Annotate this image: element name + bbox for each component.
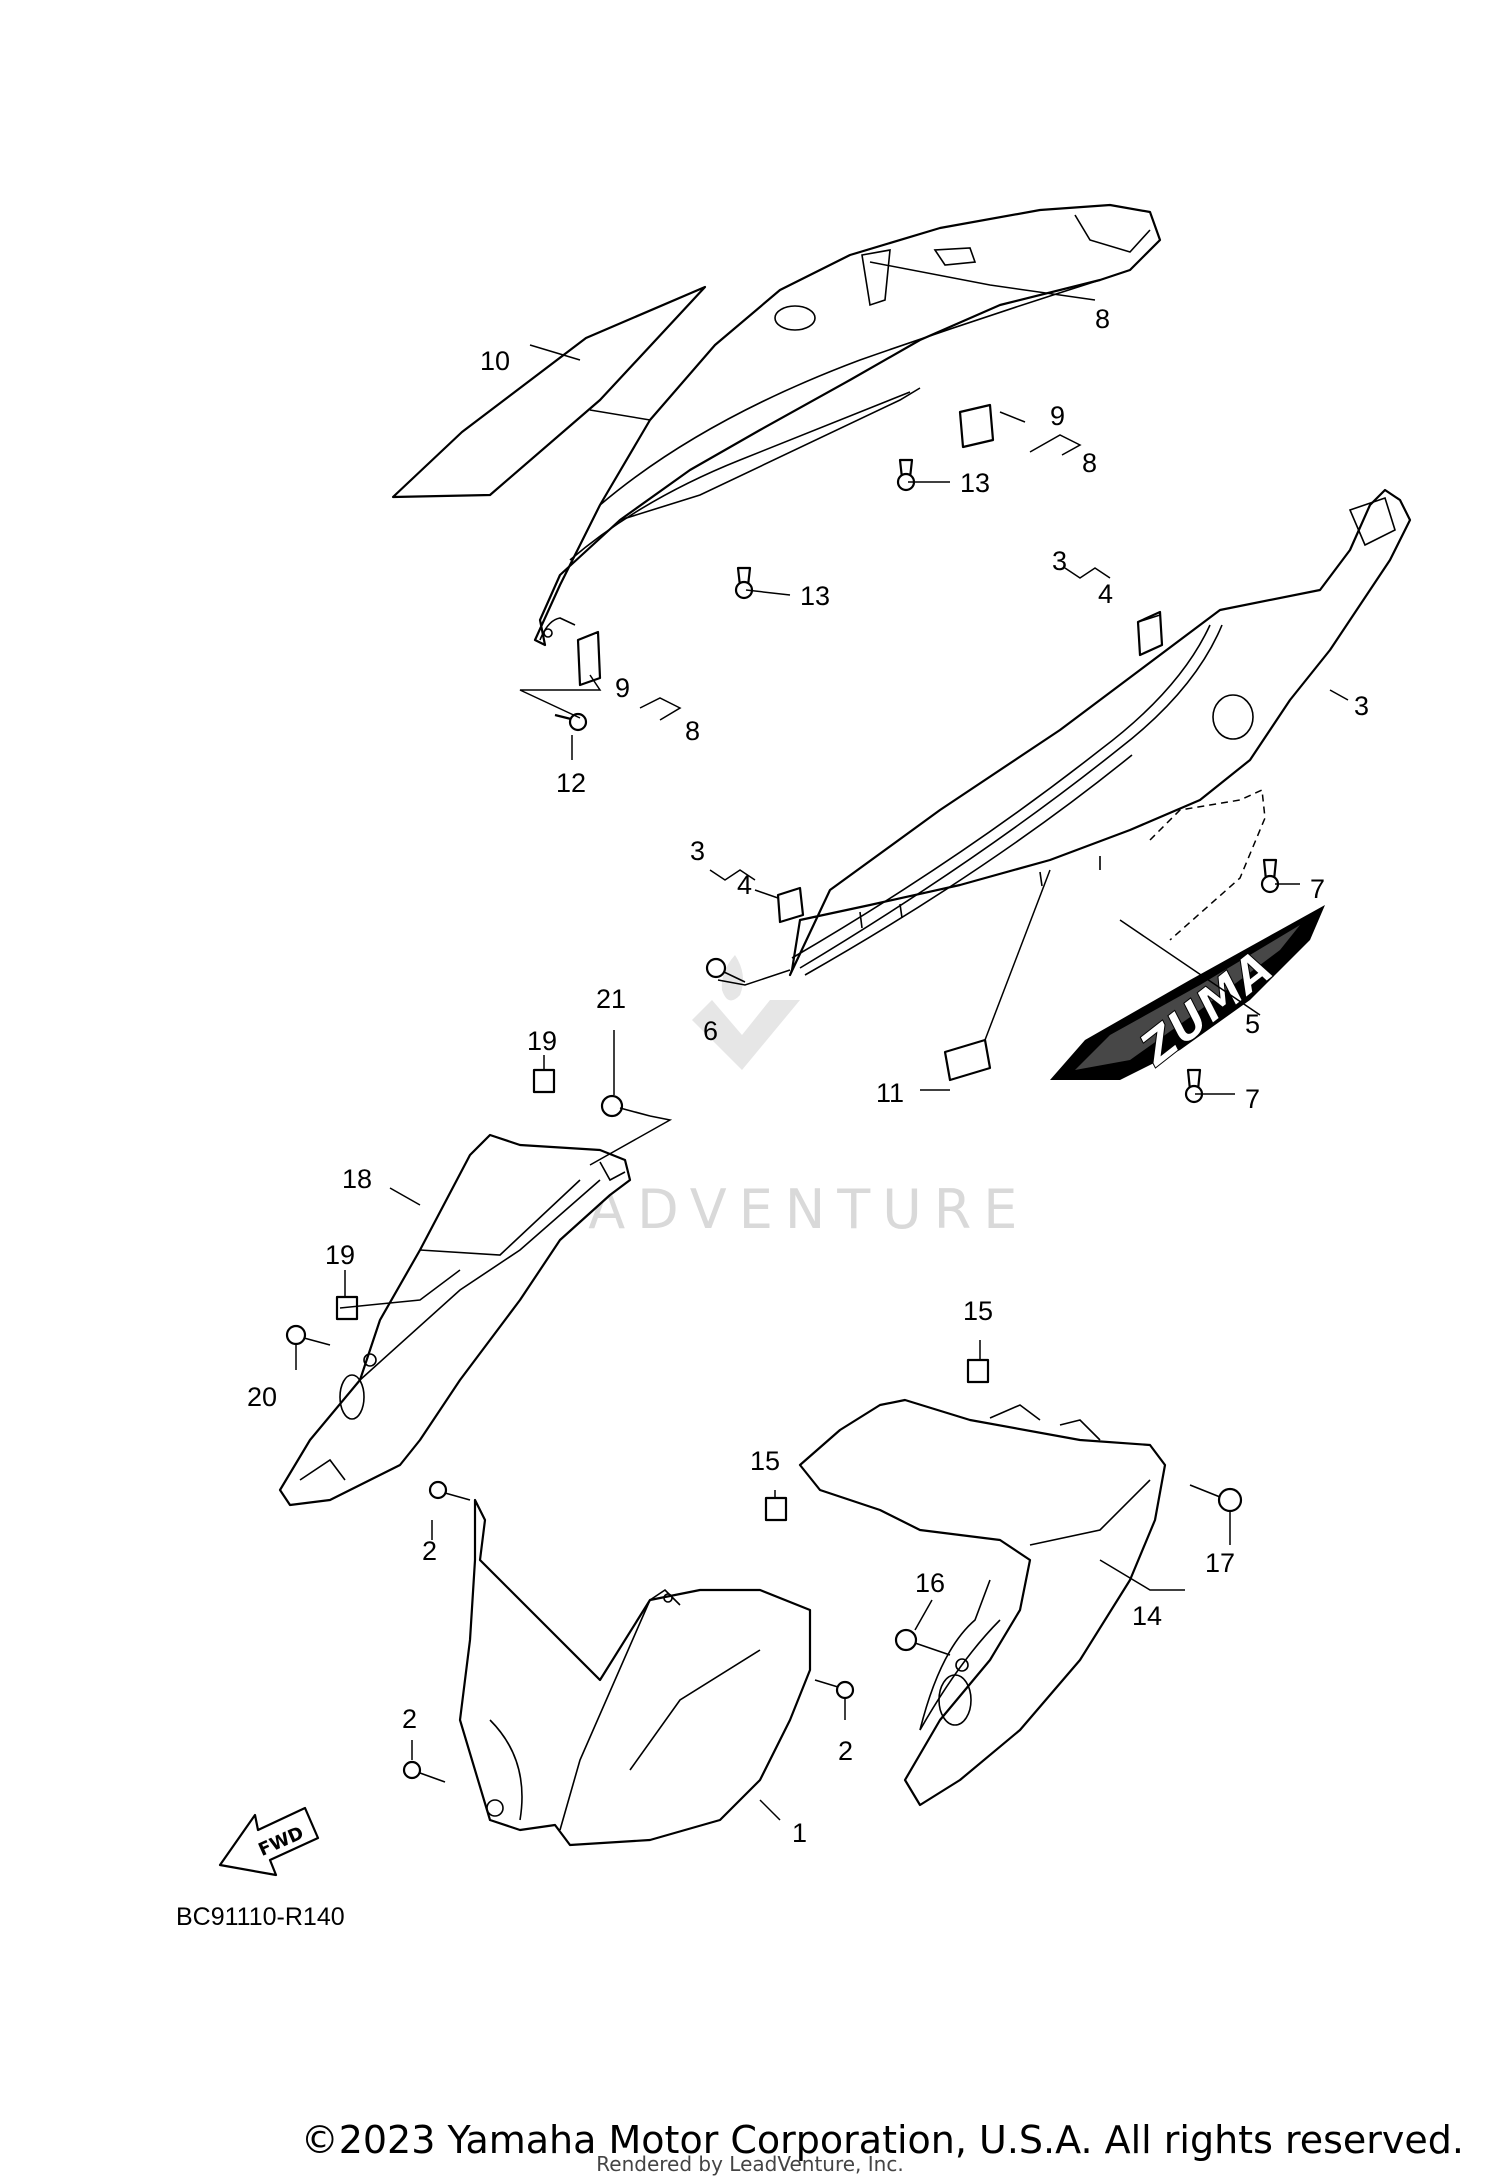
part-18-inner-panel — [278, 1133, 632, 1507]
part-21-bolt — [600, 1094, 651, 1118]
part-13-clip-upper — [896, 458, 916, 492]
callout-21: 21 — [596, 984, 626, 1014]
callout-15b: 15 — [750, 1446, 780, 1476]
callout-3c: 3 — [690, 836, 705, 866]
callout-labels: 10 8 9 8 13 13 9 8 12 3 4 3 3 4 7 5 7 11… — [247, 304, 1369, 1848]
part-4-label-upper — [1136, 610, 1164, 657]
part-2-screw-a — [428, 1480, 471, 1501]
callout-3a: 3 — [1052, 546, 1067, 576]
rendered-by-credit: Rendered by LeadVenture, Inc. — [596, 2152, 904, 2176]
callout-4b: 4 — [737, 870, 752, 900]
callout-14: 14 — [1132, 1601, 1162, 1631]
diagram-code: BC91110-R140 — [176, 1903, 345, 1931]
part-14-lower-cover — [798, 1398, 1167, 1807]
callout-8c: 8 — [685, 716, 700, 746]
callout-9b: 9 — [615, 673, 630, 703]
callout-2b: 2 — [838, 1736, 853, 1766]
callout-4a: 4 — [1098, 579, 1113, 609]
part-9-label-lower — [576, 630, 602, 687]
part-15-nut-upper — [966, 1358, 990, 1384]
callout-19b: 19 — [325, 1240, 355, 1270]
callout-10: 10 — [480, 346, 510, 376]
part-5-zuma-decal: ZUMA — [1050, 905, 1325, 1080]
callout-6: 6 — [703, 1016, 718, 1046]
part-7-clip-lower — [1184, 1068, 1204, 1104]
callout-11: 11 — [876, 1078, 904, 1108]
part-4-label-lower — [776, 886, 805, 924]
callout-16: 16 — [915, 1568, 945, 1598]
callout-13b: 13 — [800, 581, 830, 611]
part-20-screw — [285, 1324, 331, 1346]
callout-5: 5 — [1245, 1009, 1260, 1039]
leader-lines — [295, 261, 1349, 1821]
callout-8b: 8 — [1082, 448, 1097, 478]
part-8-side-rail — [533, 203, 1162, 647]
callout-1: 1 — [792, 1818, 807, 1848]
part-11-label — [943, 1038, 992, 1082]
part-16-screw — [894, 1628, 951, 1656]
callout-3b: 3 — [1354, 691, 1369, 721]
callout-17: 17 — [1205, 1548, 1235, 1578]
fasteners — [285, 458, 1280, 1783]
part-3-side-cover — [788, 488, 1412, 977]
part-15-nut-lower — [764, 1496, 788, 1522]
callout-20: 20 — [247, 1382, 277, 1412]
callout-8a: 8 — [1095, 304, 1110, 334]
copyright-notice: ©2023 Yamaha Motor Corporation, U.S.A. A… — [300, 2118, 1464, 2162]
part-2-screw-c — [402, 1760, 446, 1783]
fwd-direction-arrow: FWD — [218, 1806, 320, 1877]
part-17-bolt — [1189, 1484, 1243, 1513]
part-10-sticker — [391, 285, 707, 499]
callout-13a: 13 — [960, 468, 990, 498]
part-13-clip-lower — [734, 566, 754, 600]
callout-19a: 19 — [527, 1026, 557, 1056]
callout-7b: 7 — [1245, 1084, 1260, 1114]
callout-12: 12 — [556, 768, 586, 798]
part-19-nut-upper — [532, 1068, 556, 1094]
part-12-screw — [554, 712, 588, 732]
callout-18: 18 — [342, 1164, 372, 1194]
part-2-screw-b — [814, 1679, 855, 1700]
part-6-screw — [705, 957, 746, 983]
callout-7a: 7 — [1310, 874, 1325, 904]
callout-9a: 9 — [1050, 401, 1065, 431]
part-9-label-upper — [958, 403, 995, 449]
part-1-front-panel — [458, 1498, 812, 1847]
callout-2c: 2 — [402, 1704, 417, 1734]
part-7-clip-upper — [1260, 858, 1280, 894]
callout-2a: 2 — [422, 1536, 437, 1566]
callout-15a: 15 — [963, 1296, 993, 1326]
